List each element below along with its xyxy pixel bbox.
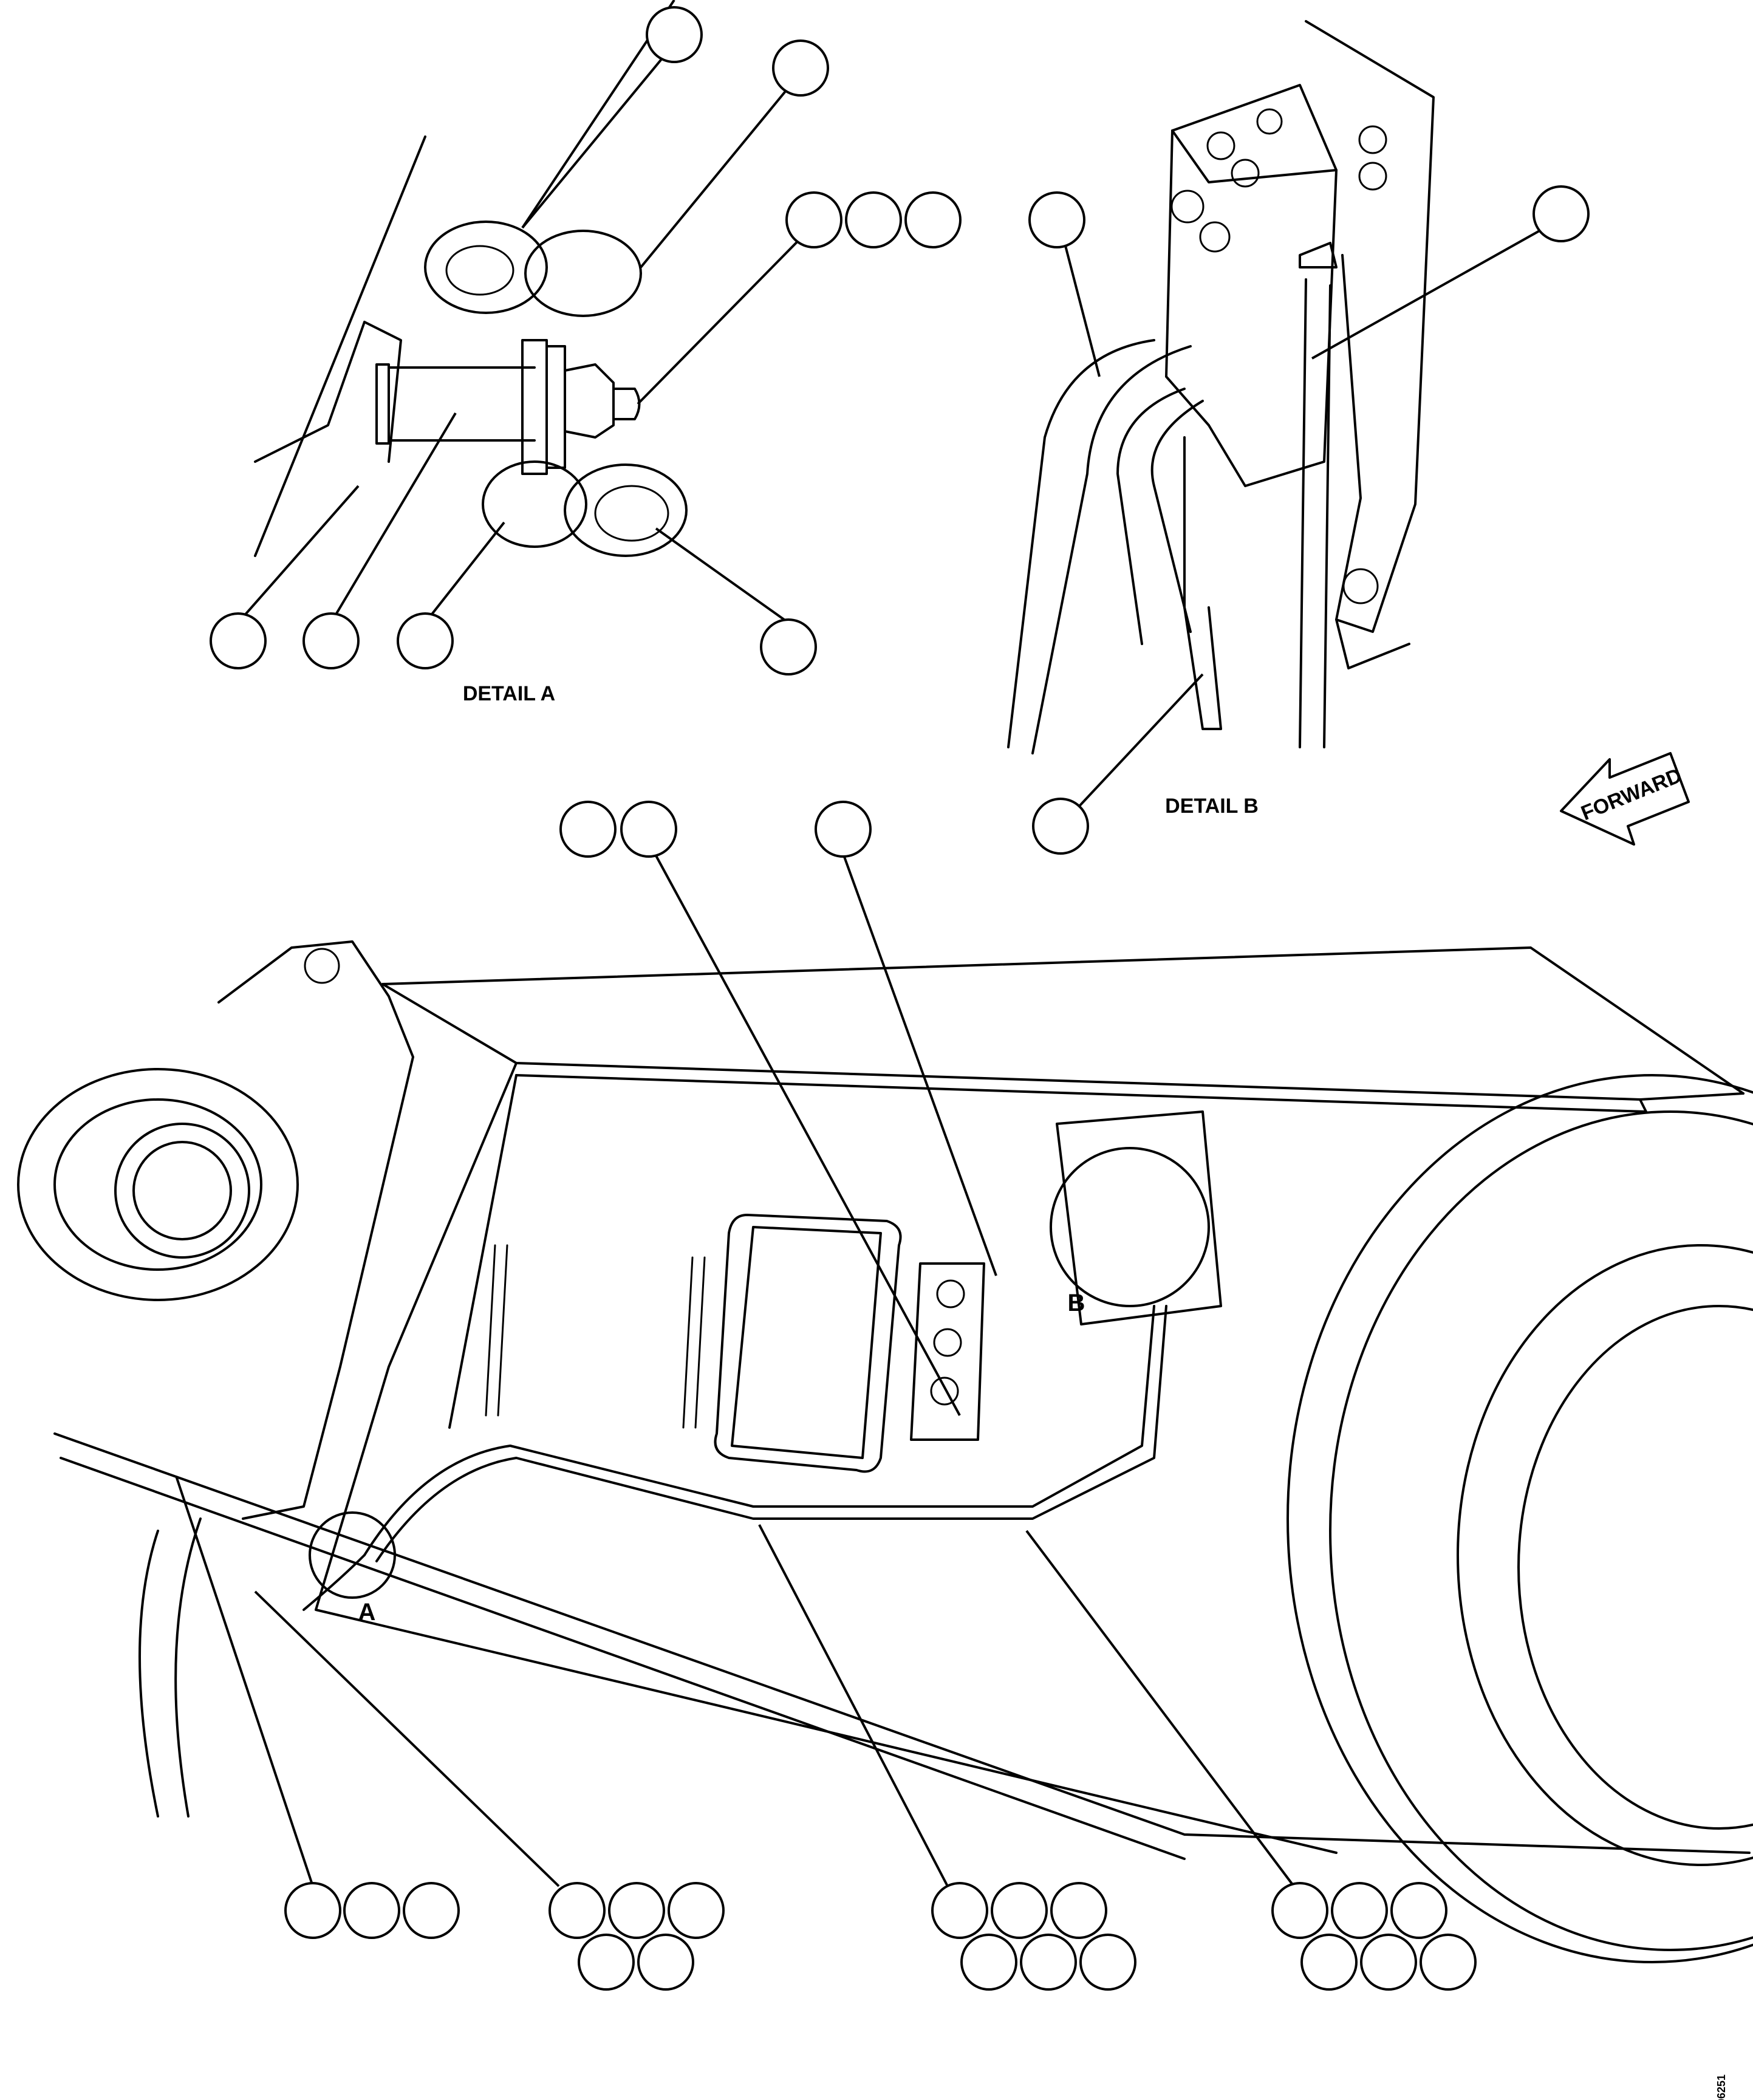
callout-circle bbox=[760, 618, 817, 675]
callout-circle bbox=[785, 191, 842, 248]
detail-b-illustration bbox=[1007, 20, 1435, 754]
callout-circle bbox=[646, 6, 703, 63]
forward-arrow: FORWARD bbox=[1560, 752, 1690, 846]
callout-circle bbox=[845, 191, 902, 248]
callout-circle bbox=[1020, 1934, 1077, 1991]
detail-a-label: DETAIL A bbox=[463, 682, 555, 705]
detail-a-illustration bbox=[254, 135, 688, 557]
callout-circle bbox=[772, 39, 829, 97]
callout-circle bbox=[559, 801, 617, 858]
callout-circle bbox=[578, 1934, 635, 1991]
callout-circle bbox=[931, 1882, 988, 1939]
callout-circle bbox=[1331, 1882, 1388, 1939]
callout-circle bbox=[397, 612, 454, 669]
main-view-callouts-bottom bbox=[175, 1476, 1477, 1991]
callout-circle bbox=[548, 1882, 606, 1939]
callout-circle bbox=[637, 1934, 694, 1991]
callout-circle bbox=[403, 1882, 460, 1939]
detail-b-callouts bbox=[1028, 185, 1590, 855]
detail-a-callouts bbox=[210, 0, 962, 675]
callout-circle bbox=[608, 1882, 665, 1939]
callout-circle bbox=[284, 1882, 341, 1939]
view-marker-a: A bbox=[358, 1599, 376, 1626]
callout-circle bbox=[343, 1882, 400, 1939]
callout-circle bbox=[1390, 1882, 1447, 1939]
callout-circle bbox=[1028, 191, 1085, 248]
callout-circle bbox=[1533, 185, 1590, 242]
figure-id: 06251 bbox=[1715, 2074, 1727, 2100]
callout-circle bbox=[991, 1882, 1048, 1939]
callout-circle bbox=[1032, 798, 1089, 855]
callout-circle bbox=[904, 191, 962, 248]
callout-circle bbox=[815, 801, 872, 858]
view-marker-b: B bbox=[1068, 1290, 1085, 1316]
main-assembly-illustration bbox=[17, 940, 1753, 1963]
callout-circle bbox=[1079, 1934, 1136, 1991]
callout-circle bbox=[1300, 1934, 1358, 1991]
callout-circle bbox=[620, 801, 677, 858]
callout-circle bbox=[302, 612, 360, 669]
callout-circle bbox=[210, 612, 267, 669]
callout-circle bbox=[1271, 1882, 1328, 1939]
callout-circle bbox=[960, 1934, 1017, 1991]
detail-b-label: DETAIL B bbox=[1165, 795, 1259, 818]
callout-circle bbox=[1420, 1934, 1477, 1991]
callout-circle bbox=[668, 1882, 725, 1939]
forward-label: FORWARD bbox=[1578, 764, 1686, 825]
main-view-callouts-top bbox=[559, 801, 997, 1416]
callout-circle bbox=[1360, 1934, 1417, 1991]
callout-circle bbox=[1050, 1882, 1107, 1939]
